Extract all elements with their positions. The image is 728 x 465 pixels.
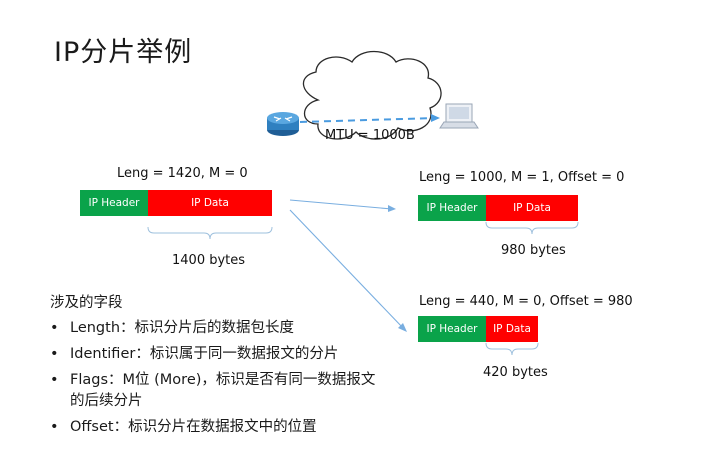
fragment-1-label: Leng = 1000, M = 1, Offset = 0: [419, 170, 625, 185]
bullet: •: [50, 372, 59, 388]
fields-section: 涉及的字段 •Length：标识分片后的数据包长度 •Identifier：标识…: [50, 291, 388, 443]
original-packet-label: Leng = 1420, M = 0: [117, 166, 248, 181]
cloud-icon: [302, 50, 442, 140]
bullet: •: [50, 346, 59, 362]
field-item-length: •Length：标识分片后的数据包长度: [50, 318, 388, 339]
field-item-flags: •Flags：M位 (More)，标识是否有同一数据报文的后续分片: [50, 372, 376, 409]
bullet: •: [50, 419, 59, 435]
fragment-2-label: Leng = 440, M = 0, Offset = 980: [419, 294, 633, 309]
router-icon: [267, 112, 299, 136]
arrow-to-fragment-1: [289, 199, 393, 210]
field-item-identifier: •Identifier：标识属于同一数据报文的分片: [50, 344, 388, 365]
laptop-icon: [439, 103, 479, 129]
original-ip-header: IP Header: [80, 190, 148, 216]
fragment-1-size-label: 980 bytes: [501, 243, 566, 258]
link-dashed-arrow: [299, 117, 437, 123]
page-title: IP分片举例: [54, 37, 193, 68]
bullet: •: [50, 320, 59, 336]
fragment-1-ip-header: IP Header: [418, 195, 486, 221]
fragment-1-ip-data: IP Data: [486, 195, 578, 221]
original-ip-data: IP Data: [148, 190, 272, 216]
fragment-2-ip-header: IP Header: [418, 316, 486, 342]
fragment-2-size-label: 420 bytes: [483, 365, 548, 380]
field-item-offset: •Offset：标识分片在数据报文中的位置: [50, 417, 388, 438]
fragment-2-ip-data: IP Data: [486, 316, 538, 342]
fields-heading: 涉及的字段: [50, 295, 123, 311]
fields-list: •Length：标识分片后的数据包长度 •Identifier：标识属于同一数据…: [50, 318, 388, 438]
arrow-to-fragment-2: [289, 209, 405, 330]
original-size-label: 1400 bytes: [172, 253, 246, 268]
mtu-label: MTU = 1000B: [325, 128, 415, 143]
brace-original: [147, 226, 273, 240]
brace-fragment-2: [485, 342, 539, 356]
brace-fragment-1: [485, 221, 579, 235]
